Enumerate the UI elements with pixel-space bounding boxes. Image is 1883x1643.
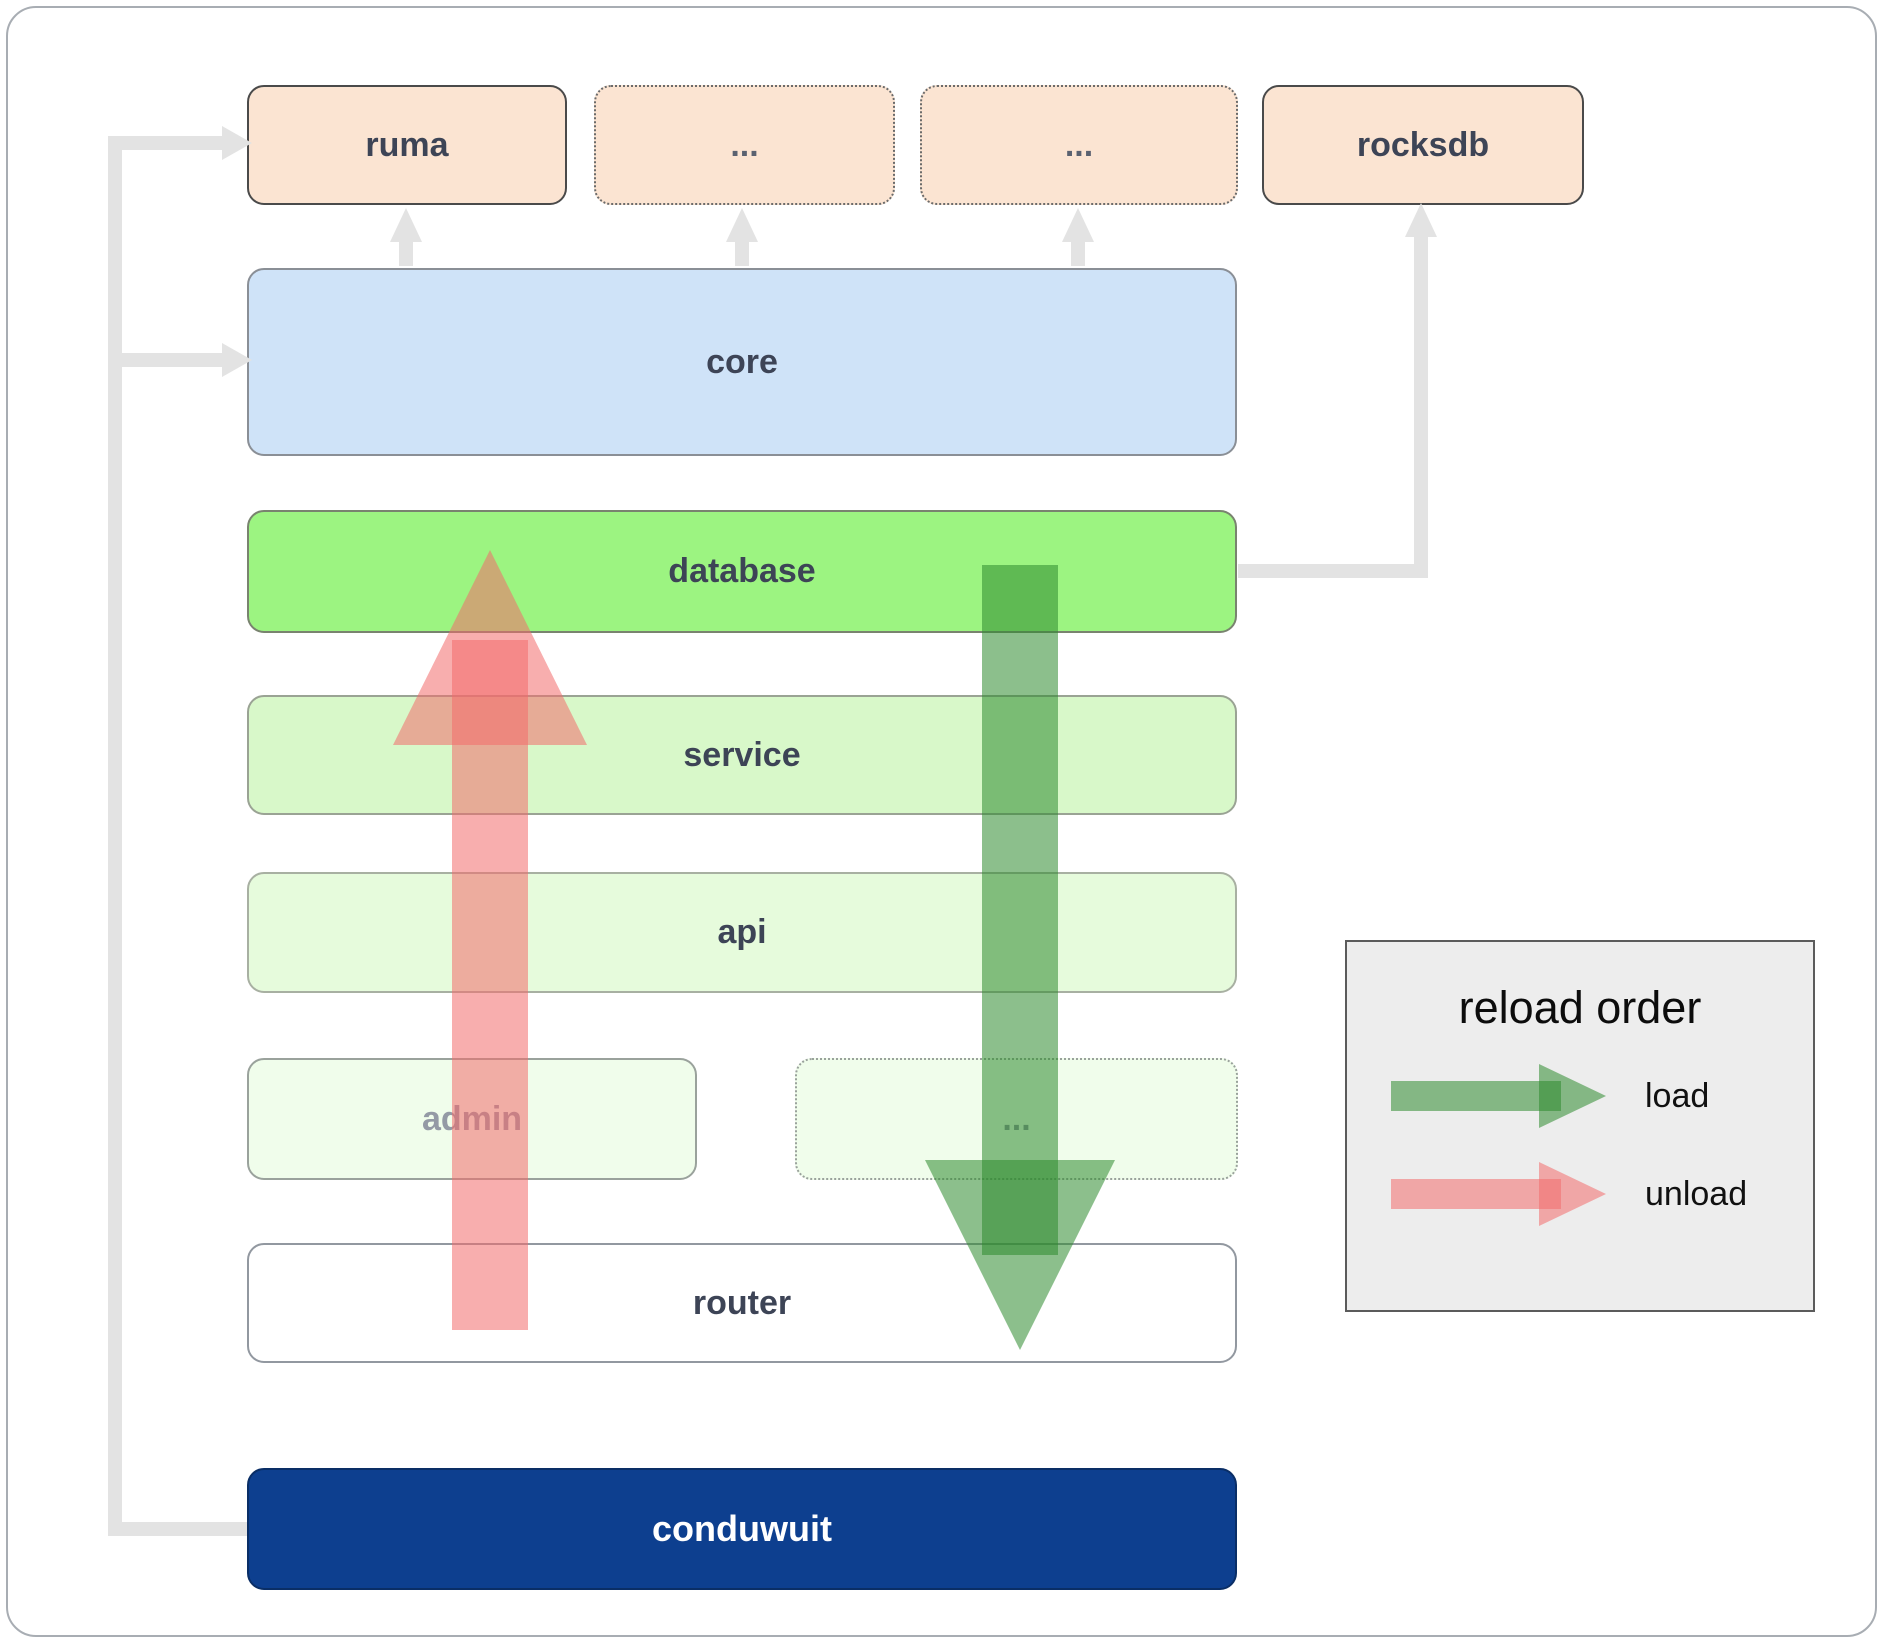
box-rocksdb: rocksdb [1262,85,1584,205]
box-conduwuit-label: conduwuit [652,1508,832,1549]
box-admin: admin [247,1058,697,1180]
box-database-label: database [668,552,816,590]
legend-item-load: load [1391,1060,1813,1132]
core-to-ruma-arrow [390,208,422,266]
legend: reload order load unload [1345,940,1815,1312]
box-ellipsis-1: ... [594,85,895,205]
box-ruma: ruma [247,85,567,205]
legend-unload-label: unload [1645,1174,1748,1213]
legend-load-label: load [1645,1076,1710,1115]
box-api: api [247,872,1237,993]
legend-item-unload: unload [1391,1158,1813,1230]
database-to-rocksdb-connector [1238,203,1437,578]
box-admin-ellipsis: ... [795,1058,1238,1180]
box-api-label: api [717,913,767,951]
core-to-ellipsis2-arrow [1062,208,1094,266]
legend-title: reload order [1458,982,1702,1033]
load-arrow-icon [1391,1064,1606,1128]
box-ruma-label: ruma [365,125,449,164]
core-to-ellipsis1-arrow [726,208,758,266]
box-router-label: router [692,1283,792,1322]
box-service: service [247,695,1237,815]
box-router: router [247,1243,1237,1363]
box-ellipsis-2: ... [920,85,1238,205]
box-ellipsis-1-label: ... [730,125,759,164]
conduwuit-to-ruma-connector [108,126,252,1536]
box-database: database [247,510,1237,633]
box-rocksdb-label: rocksdb [1356,125,1490,164]
box-core: core [247,268,1237,456]
box-admin-ellipsis-label: ... [1002,1099,1031,1138]
conduwuit-to-core-connector [115,343,252,377]
unload-arrow-icon [1391,1162,1606,1226]
outer-frame [6,6,1877,1637]
box-service-label: service [683,735,801,774]
box-core-label: core [706,342,778,381]
box-conduwuit: conduwuit [247,1468,1237,1590]
box-admin-label: admin [421,1099,523,1138]
box-ellipsis-2-label: ... [1064,125,1094,164]
